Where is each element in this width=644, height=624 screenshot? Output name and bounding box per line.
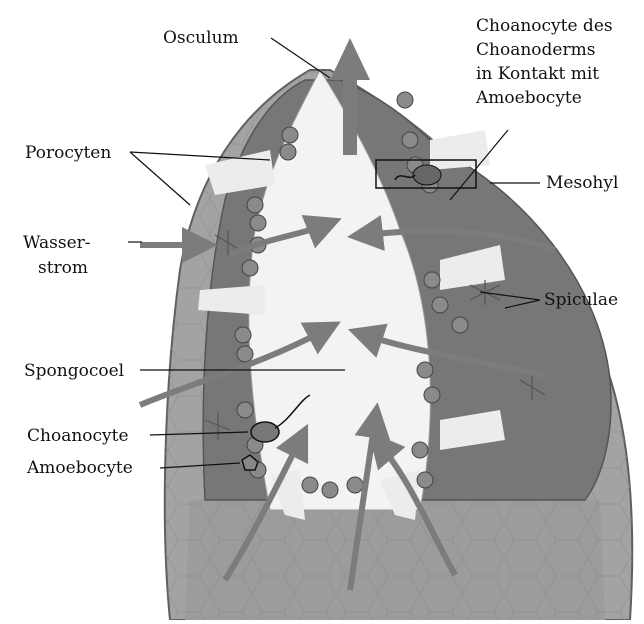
label-porocyten: Porocyten [25,143,111,163]
label-choanoderm-line4: Amoebocyte [475,88,582,108]
label-spongocoel: Spongocoel [24,361,124,381]
label-choanocyte: Choanocyte [27,426,129,446]
label-choanoderm-line1: Choanocyte des [476,16,613,36]
pore-canal [430,130,490,170]
highlight-cell [413,165,441,185]
label-amoebocyte: Amoebocyte [26,458,133,478]
label-choanoderm-line2: Choanoderms [476,40,595,60]
pore-canal [198,285,265,315]
label-wasserstrom-line2: strom [38,258,88,278]
label-wasserstrom-line1: Wasser- [23,233,91,253]
label-mesohyl: Mesohyl [546,173,618,193]
basal-hex-texture [185,500,605,620]
label-osculum: Osculum [163,28,239,48]
choanocyte-example [251,422,279,442]
label-spiculae: Spiculae [544,290,618,310]
label-choanoderm-line3: in Kontakt mit [476,64,599,84]
